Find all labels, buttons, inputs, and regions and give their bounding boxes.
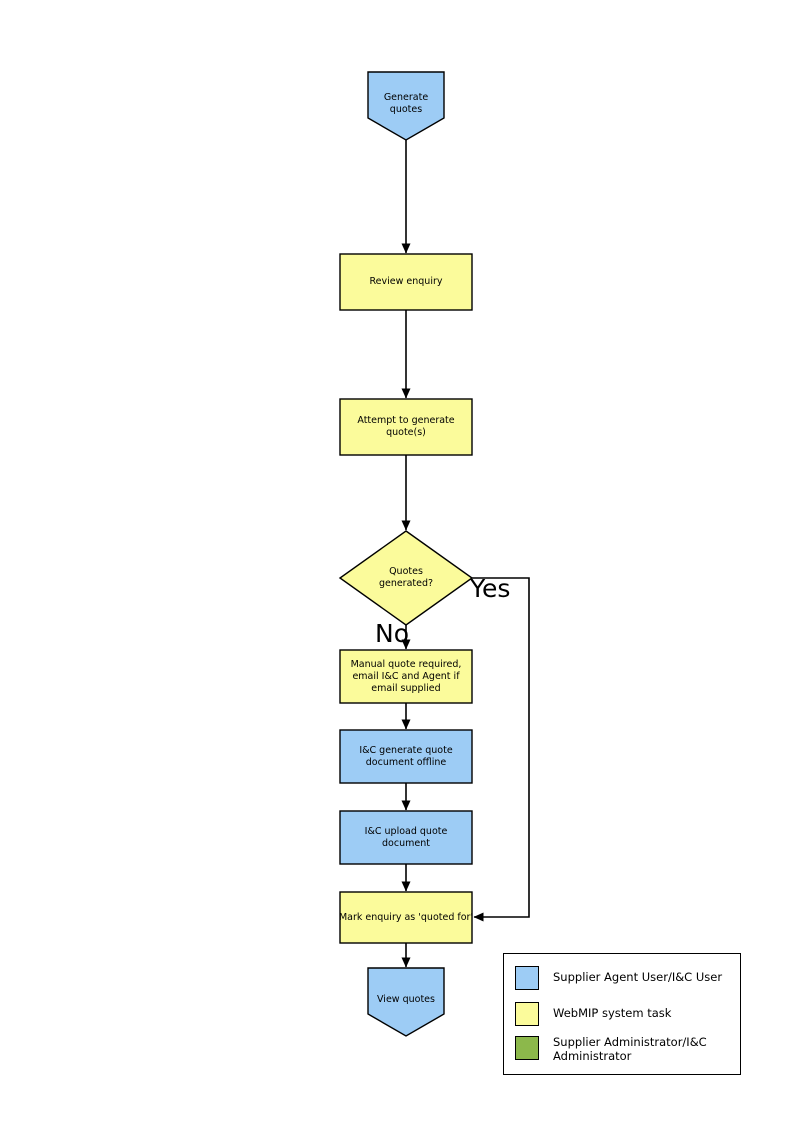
node-review-enquiry[interactable] xyxy=(339,253,473,311)
node-attempt-generate-quotes[interactable] xyxy=(339,398,473,456)
legend-swatch-yellow xyxy=(515,1002,539,1026)
legend-label-supplier-agent: Supplier Agent User/I&C User xyxy=(553,970,723,984)
node-ic-generate-quote-offline[interactable] xyxy=(339,729,473,784)
legend-item-supplier-administrator: Supplier Administrator/I&C Administrator xyxy=(515,1035,707,1063)
legend-swatch-green xyxy=(515,1036,539,1060)
node-ic-upload-quote-document[interactable] xyxy=(339,810,473,865)
node-quotes-generated-decision[interactable] xyxy=(338,530,474,626)
branch-label-no: No xyxy=(375,619,409,648)
legend-label-webmip-system: WebMIP system task xyxy=(553,1006,672,1020)
legend-item-webmip-system: WebMIP system task xyxy=(515,1002,671,1026)
node-manual-quote-required[interactable] xyxy=(339,649,473,704)
branch-label-yes: Yes xyxy=(470,574,511,603)
legend-box: Supplier Agent User/I&C User WebMIP syst… xyxy=(503,953,741,1075)
edge-decision-yes-to-mark xyxy=(472,577,530,922)
legend-label-supplier-administrator: Supplier Administrator/I&C Administrator xyxy=(553,1035,707,1063)
node-generate-quotes[interactable] xyxy=(367,71,445,141)
node-mark-enquiry-quoted-for[interactable] xyxy=(339,891,473,944)
legend-item-supplier-agent: Supplier Agent User/I&C User xyxy=(515,966,722,990)
node-view-quotes[interactable] xyxy=(367,967,445,1037)
legend-swatch-blue xyxy=(515,966,539,990)
